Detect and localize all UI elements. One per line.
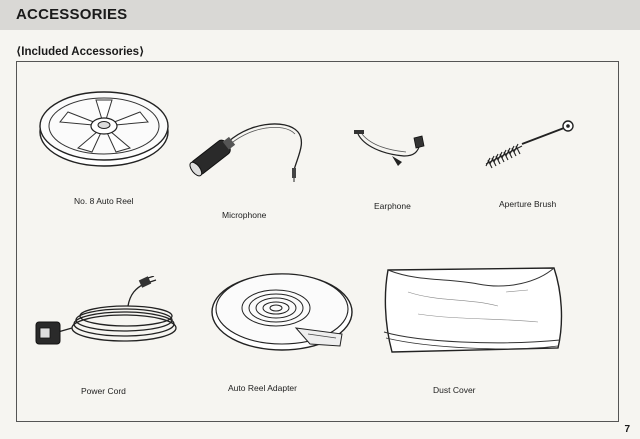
power-cord-illustration [32,276,184,358]
auto-reel-adapter-illustration [206,264,362,360]
page-title: ACCESSORIES [16,6,128,23]
auto-reel-illustration [38,82,170,172]
power-cord-label: Power Cord [81,386,126,396]
microphone-illustration [186,112,316,184]
accessories-frame [16,61,619,422]
dust-cover-label: Dust Cover [433,385,476,395]
dust-cover-illustration [378,262,574,358]
header-band [0,0,640,30]
auto-reel-label: No. 8 Auto Reel [74,196,134,206]
microphone-label: Microphone [222,210,267,220]
earphone-illustration [352,126,428,172]
section-title: ⟨Included Accessories⟩ [16,46,145,58]
aperture-brush-illustration [482,116,578,172]
aperture-brush-label: Aperture Brush [499,199,557,209]
page-number: 7 [624,424,630,435]
earphone-label: Earphone [374,201,411,211]
auto-reel-adapter-label: Auto Reel Adapter [228,383,297,393]
